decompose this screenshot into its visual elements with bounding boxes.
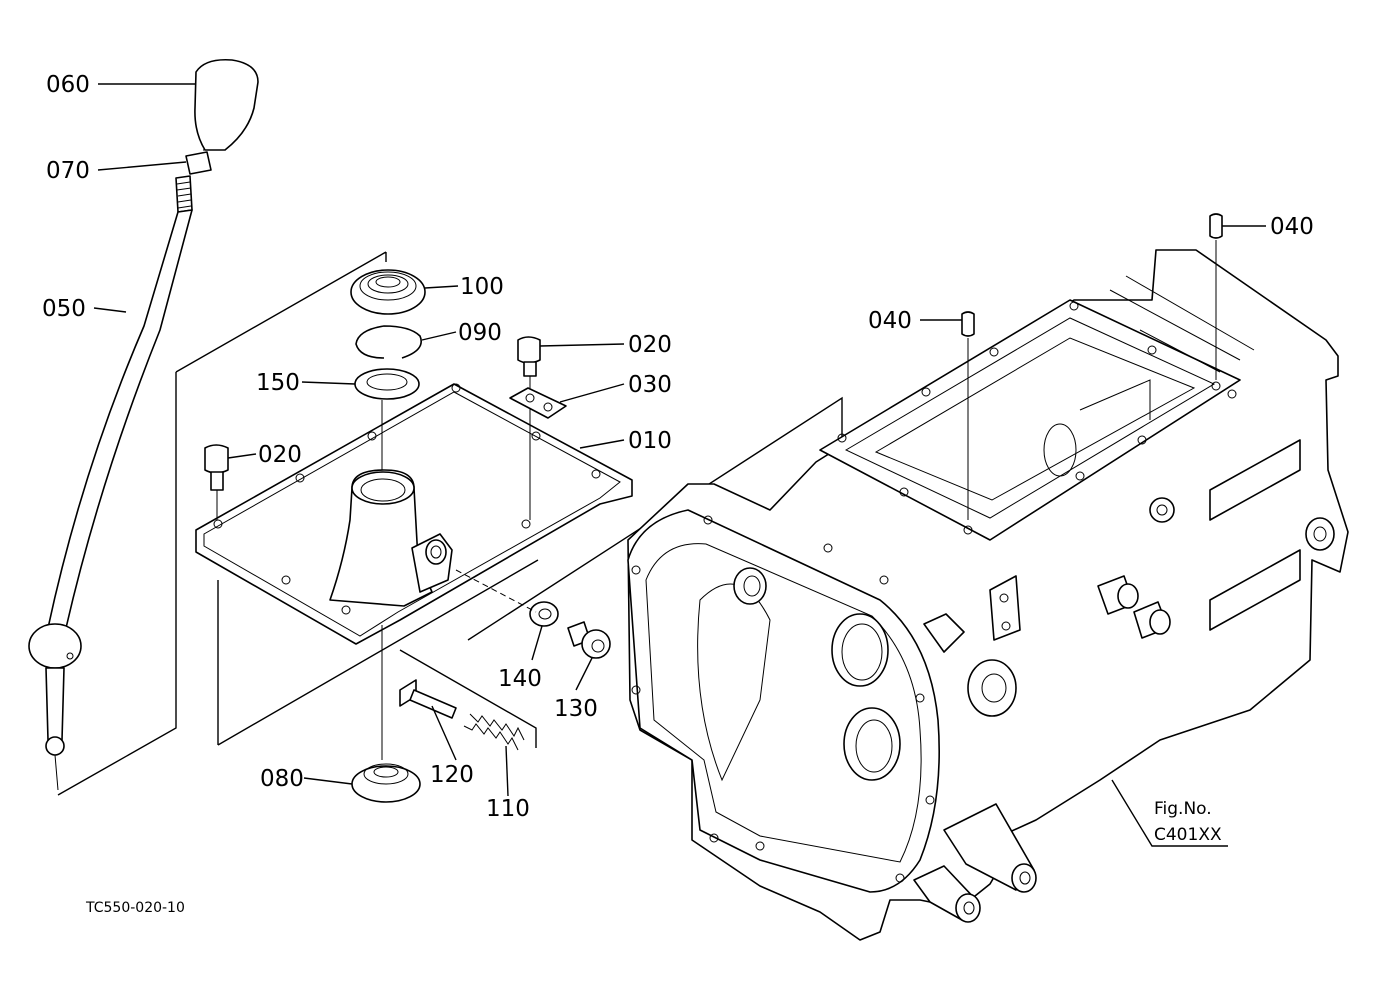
boot-080 — [351, 763, 421, 803]
transmission-case — [467, 213, 1349, 941]
fig-no-title: Fig.No. — [1154, 799, 1212, 819]
label-100: 100 — [460, 274, 504, 300]
label-020-upper: 020 — [628, 332, 672, 358]
seal-140 — [529, 601, 559, 627]
plug-130 — [567, 621, 611, 659]
label-120: 120 — [430, 762, 474, 788]
shift-lever-assembly — [28, 58, 259, 796]
label-130: 130 — [554, 696, 598, 722]
knob-060 — [194, 58, 259, 151]
leader-lines — [93, 83, 1266, 847]
label-070: 070 — [46, 158, 90, 184]
label-060: 060 — [46, 72, 90, 98]
label-110: 110 — [486, 796, 530, 822]
label-020-lower: 020 — [258, 442, 302, 468]
figure-number: Fig.No. C401XX — [1154, 799, 1222, 845]
washer-150 — [354, 368, 420, 400]
label-010: 010 — [628, 428, 672, 454]
circlip-090 — [355, 325, 422, 359]
label-050: 050 — [42, 296, 86, 322]
label-150: 150 — [256, 370, 300, 396]
label-040-right: 040 — [1270, 214, 1314, 240]
plate-group-frame — [175, 251, 539, 746]
bolt-020-lower — [204, 444, 229, 520]
pin-040-right — [1209, 213, 1223, 239]
label-090: 090 — [458, 320, 502, 346]
label-080: 080 — [260, 766, 304, 792]
plate-030 — [509, 387, 567, 419]
boot-100 — [350, 269, 426, 315]
bolt-020-upper — [517, 336, 541, 520]
drawing-code: TC550-020-10 — [85, 900, 185, 916]
label-030: 030 — [628, 372, 672, 398]
pin-120 — [399, 679, 457, 719]
cover-plate-010 — [195, 383, 633, 760]
spring-110 — [463, 713, 525, 751]
label-040-left: 040 — [868, 308, 912, 334]
callout-labels: 060 070 050 100 090 150 020 030 010 020 … — [42, 72, 1314, 822]
nut-070 — [185, 151, 212, 175]
pin-040-left — [961, 311, 975, 337]
label-140: 140 — [498, 666, 542, 692]
rod-050 — [47, 209, 193, 629]
fig-no-code: C401XX — [1154, 825, 1222, 845]
